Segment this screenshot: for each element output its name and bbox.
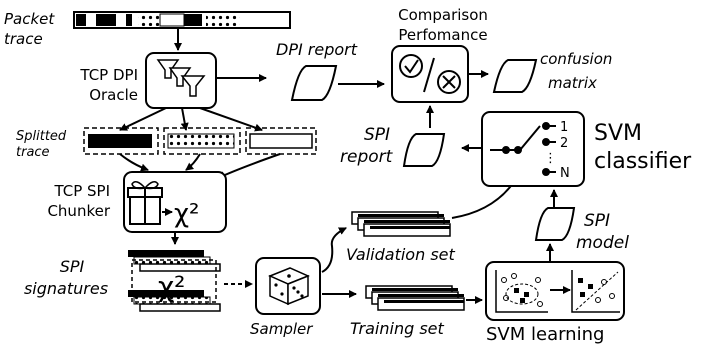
arrow-oracle-to-split-3 bbox=[199, 107, 263, 132]
svm-classifier-label-1: SVM bbox=[594, 121, 642, 146]
spi-model-label-2: model bbox=[576, 233, 629, 253]
spi-model-label-1: SPI bbox=[584, 211, 610, 231]
comparison-label-2: Perfomance bbox=[398, 26, 487, 44]
splitted-label-1: Splitted bbox=[16, 129, 67, 144]
chunker-chi-square: χ² bbox=[174, 199, 199, 229]
sampler-label: Sampler bbox=[250, 320, 313, 338]
dpi-oracle-label-2: Oracle bbox=[89, 86, 138, 104]
funnel-icon bbox=[156, 59, 206, 97]
svm-learning-box bbox=[485, 261, 625, 321]
training-set-stack bbox=[365, 285, 465, 311]
packet-trace-label-1: Packet bbox=[4, 10, 55, 28]
svm-classifier-label-2: classifier bbox=[594, 149, 692, 174]
spi-chunker-label-1: TCP SPI bbox=[53, 182, 110, 200]
spi-signatures-label-2: signatures bbox=[24, 279, 108, 298]
dpi-oracle-box bbox=[145, 52, 217, 109]
spi-chunker-label-2: Chunker bbox=[47, 202, 110, 220]
arrow-oracle-to-split-2 bbox=[180, 107, 189, 131]
svm-output-n: N bbox=[560, 166, 570, 181]
scatter-plot-icon-right bbox=[571, 270, 620, 313]
svm-learning-label: SVM learning bbox=[486, 324, 604, 345]
dice-icon bbox=[268, 267, 310, 306]
svm-classifier-box: 1 2 ⋮ N bbox=[481, 111, 585, 187]
spi-signatures-stack: χ² bbox=[128, 250, 221, 312]
arrow-split1-to-chunker bbox=[119, 153, 149, 172]
scatter-plot-icon-left bbox=[495, 270, 548, 313]
arrow-oracle-to-split-1 bbox=[119, 107, 167, 131]
svm-output-2: 2 bbox=[560, 136, 568, 151]
dpi-report-doc bbox=[290, 65, 338, 101]
confusion-label-1: confusion bbox=[540, 50, 612, 68]
comparison-box bbox=[391, 45, 469, 103]
packet-trace-bar bbox=[73, 11, 291, 29]
arrow-sampler-to-validation bbox=[321, 227, 347, 273]
validation-set-stack bbox=[351, 211, 451, 237]
signatures-chi-square: χ² bbox=[158, 270, 185, 303]
confusion-label-2: matrix bbox=[548, 74, 597, 92]
dpi-oracle-label-1: TCP DPI bbox=[79, 66, 138, 84]
dpi-report-label: DPI report bbox=[276, 40, 358, 59]
sampler-box bbox=[255, 257, 321, 315]
validation-set-label: Validation set bbox=[346, 245, 455, 264]
arrow-split3-to-chunker bbox=[217, 153, 281, 179]
svm-output-dots: ⋮ bbox=[544, 151, 557, 166]
packet-trace-label-2: trace bbox=[4, 30, 43, 48]
spi-chunker-box: χ² bbox=[123, 171, 227, 233]
split-trace-1 bbox=[83, 127, 159, 155]
split-trace-3 bbox=[245, 127, 317, 155]
spi-report-label-1: SPI bbox=[364, 125, 390, 145]
confusion-matrix-doc bbox=[492, 59, 538, 93]
spi-report-label-2: report bbox=[340, 147, 394, 167]
splitted-label-2: trace bbox=[16, 145, 50, 160]
check-circle-icon bbox=[399, 54, 423, 78]
divider-slash bbox=[423, 57, 435, 93]
gift-icon bbox=[127, 181, 163, 225]
spi-signatures-label-1: SPI bbox=[60, 257, 85, 276]
spi-report-doc bbox=[402, 133, 446, 167]
split-trace-2 bbox=[163, 127, 241, 155]
comparison-label-1: Comparison bbox=[398, 6, 488, 24]
switch-icon bbox=[490, 122, 556, 176]
spi-model-doc bbox=[534, 207, 576, 241]
cross-circle-icon bbox=[437, 70, 461, 94]
training-set-label: Training set bbox=[350, 319, 445, 338]
arrow-split2-to-chunker bbox=[185, 153, 201, 171]
svm-output-1: 1 bbox=[560, 120, 568, 135]
